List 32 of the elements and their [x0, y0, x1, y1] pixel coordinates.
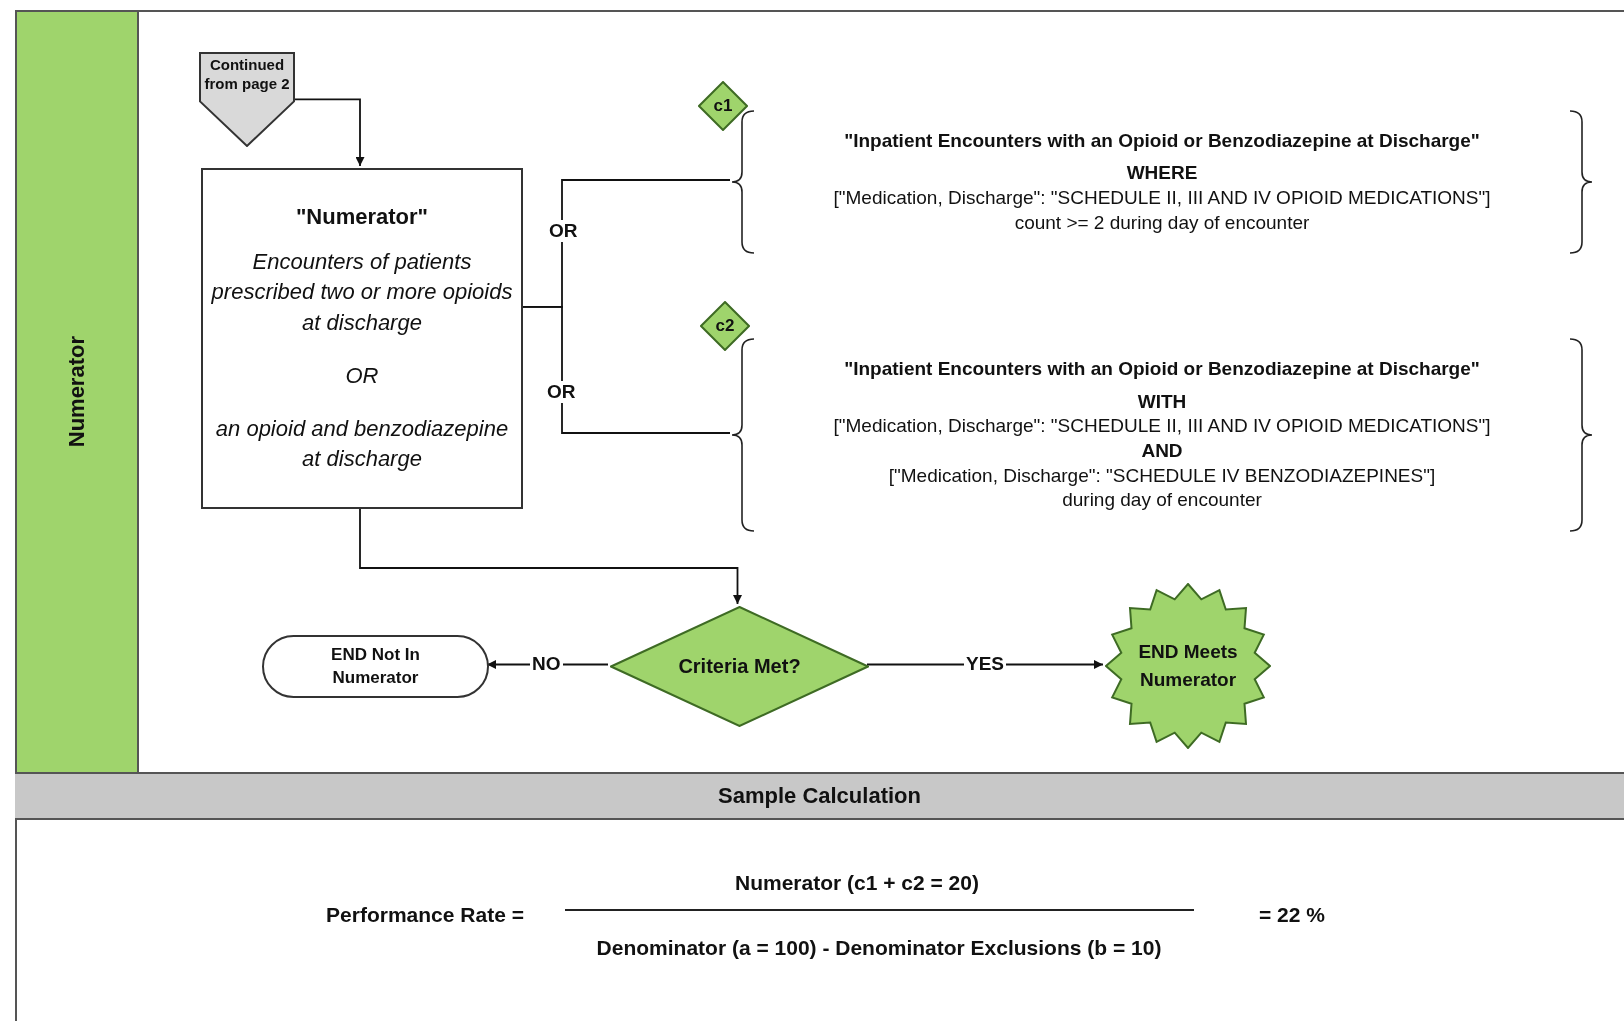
formula-label: Performance Rate =	[326, 903, 524, 927]
denominator-expression: Denominator (a = 100) - Denominator Exclusions (b = 10)	[596, 936, 1162, 960]
edge-label: OR	[545, 381, 578, 403]
edge-label: OR	[547, 220, 580, 242]
numerator-expression: Numerator (c1 + c2 = 20)	[735, 871, 979, 895]
swimlane	[15, 10, 1624, 772]
process-box	[201, 168, 523, 509]
criteria-text: count >= 2 during day of encounter	[1014, 210, 1310, 235]
box-description: Encounters of patients prescribed two or more opioids at discharge	[210, 247, 514, 338]
formula-result: = 22 %	[1259, 903, 1325, 927]
off-page-connector: Continued from page 2	[199, 52, 295, 147]
criteria-text: during day of encounter	[1062, 488, 1262, 513]
section-header-band: Sample Calculation	[15, 772, 1624, 820]
end-starburst: END Meets Numerator	[1105, 583, 1271, 749]
decision-diamond: Criteria Met?	[610, 606, 869, 727]
criteria-text: ["Medication, Discharge": "SCHEDULE IV BENZODIAZEPINES"]	[888, 463, 1436, 488]
bracketed-criteria	[732, 110, 1592, 254]
box-heading: "Numerator"	[295, 202, 429, 231]
criteria-keyword: WHERE	[1126, 161, 1198, 186]
criteria-heading: "Inpatient Encounters with an Opioid or Benzodiazepine at Discharge"	[844, 356, 1480, 381]
box-description: an opioid and benzodiazepine at discharge	[214, 414, 510, 474]
criteria-tag-diamond: c1	[698, 81, 748, 131]
criteria-keyword: AND	[1141, 439, 1183, 463]
lane-title: Numerator	[64, 336, 90, 448]
terminator-shape: END Not In Numerator	[262, 635, 489, 698]
bracketed-criteria	[732, 338, 1592, 532]
box-description: OR	[345, 361, 379, 390]
criteria-heading: "Inpatient Encounters with an Opioid or Benzodiazepine at Discharge"	[844, 128, 1480, 153]
criteria-tag-diamond: c2	[700, 301, 750, 351]
criteria-keyword: WITH	[1137, 389, 1187, 414]
criteria-text: ["Medication, Discharge": "SCHEDULE II, III AND IV OPIOID MEDICATIONS"]	[833, 186, 1491, 210]
criteria-text: ["Medication, Discharge": "SCHEDULE II, III AND IV OPIOID MEDICATIONS"]	[833, 414, 1491, 439]
